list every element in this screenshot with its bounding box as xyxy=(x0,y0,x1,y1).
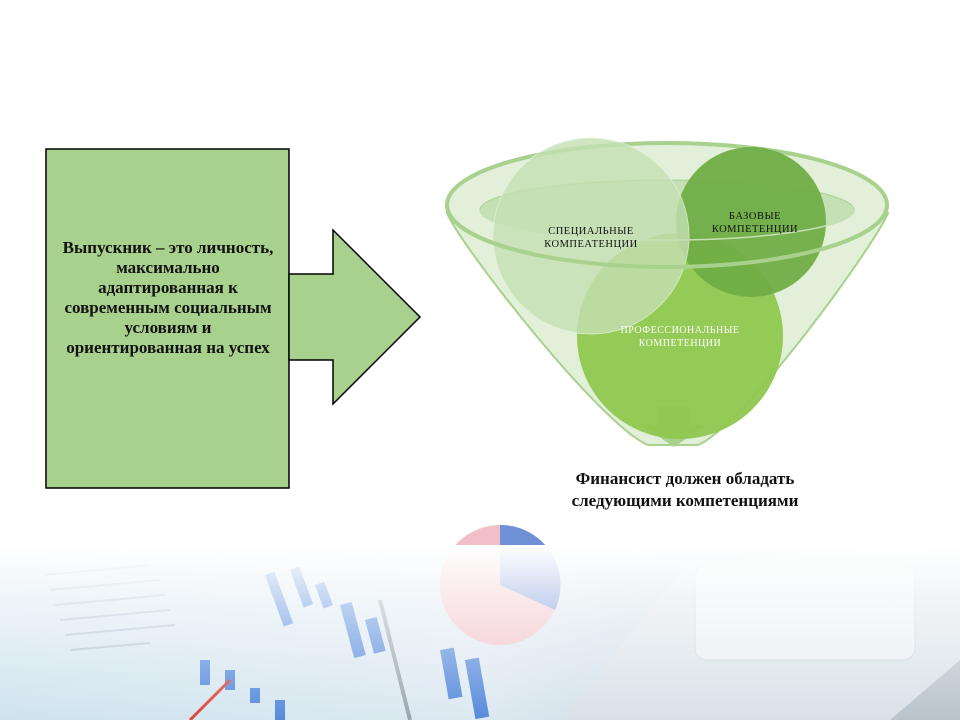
circle-special-label-line2: КОМПЕАТЕНЦИИ xyxy=(544,239,638,250)
caption-line2: следующими компетенциями xyxy=(571,491,799,510)
circle-special-label-line1: СПЕЦИАЛЬНЫЕ xyxy=(548,226,634,237)
caption: Финансист должен обладать следующими ком… xyxy=(500,468,870,512)
definition-box xyxy=(45,148,290,489)
circle-basic-label: БАЗОВЫЕ КОМПЕТЕНЦИИ xyxy=(690,210,820,236)
circle-special xyxy=(492,137,690,335)
background-photo xyxy=(0,524,960,720)
circle-basic xyxy=(676,147,826,297)
definition-text: Выпускник – это личность, максимально ад… xyxy=(62,238,274,357)
right-arrow-shape xyxy=(288,228,422,406)
funnel-diagram xyxy=(445,137,890,447)
circle-special-label: СПЕЦИАЛЬНЫЕ КОМПЕАТЕНЦИИ xyxy=(516,225,666,251)
circle-professional-label-line2: КОМПЕТЕНЦИИ xyxy=(638,338,722,349)
circle-basic-label-line1: БАЗОВЫЕ xyxy=(728,211,782,222)
circle-professional-label-line1: ПРОФЕССИОНАЛЬНЫЕ xyxy=(620,325,740,336)
circle-professional-label: ПРОФЕССИОНАЛЬНЫЕ КОМПЕТЕНЦИИ xyxy=(600,324,760,350)
circle-basic-label-line2: КОМПЕТЕНЦИИ xyxy=(711,224,799,235)
caption-line1: Финансист должен обладать xyxy=(575,469,795,488)
